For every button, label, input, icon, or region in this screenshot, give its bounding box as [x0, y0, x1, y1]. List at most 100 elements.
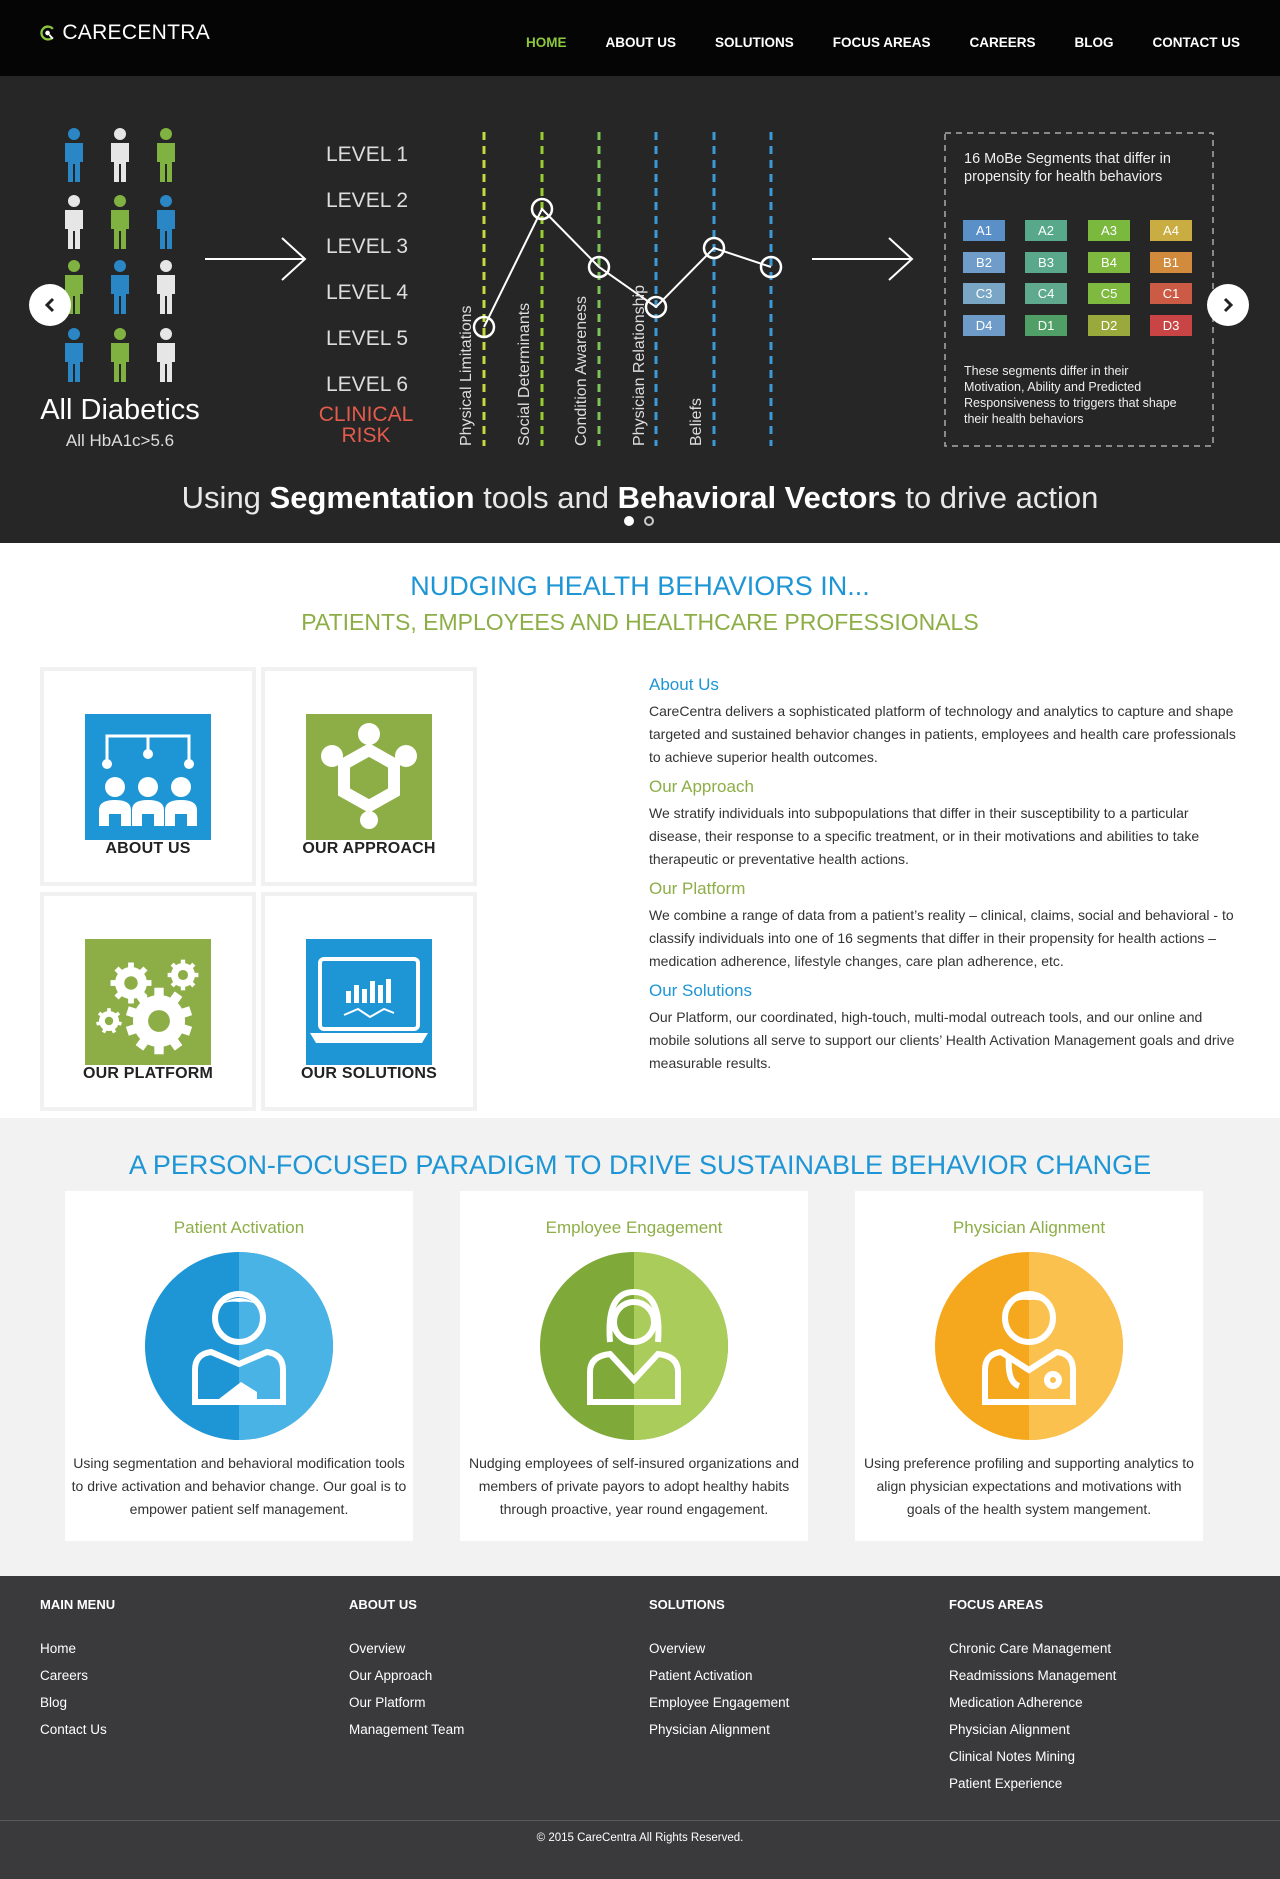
- footer-link[interactable]: Our Approach: [349, 1668, 433, 1683]
- segment-label: A3: [1101, 223, 1117, 238]
- segment-cell: C1: [1150, 283, 1192, 304]
- footer-link[interactable]: Home: [40, 1641, 77, 1656]
- nav-blog[interactable]: BLOG: [1074, 34, 1114, 50]
- segment-label: C5: [1101, 286, 1118, 301]
- vector-label: Beliefs: [688, 397, 705, 446]
- footer-link[interactable]: Contact Us: [40, 1722, 107, 1737]
- person-icon: [65, 195, 83, 249]
- vector-label: Social Determinants: [516, 302, 533, 446]
- card-title[interactable]: Patient Activation: [173, 1218, 305, 1237]
- footer-link[interactable]: Physician Alignment: [649, 1722, 770, 1737]
- person-icon: [157, 328, 175, 382]
- nav-solutions[interactable]: SOLUTIONS: [714, 34, 794, 50]
- nav-focus-areas[interactable]: FOCUS AREAS: [832, 34, 931, 50]
- footer-link[interactable]: Patient Experience: [949, 1776, 1063, 1791]
- approach-cycle-icon: [306, 714, 432, 840]
- footer-link[interactable]: Blog: [40, 1695, 68, 1710]
- segment-label: D1: [1038, 318, 1055, 333]
- employee-icon: [540, 1252, 728, 1440]
- footer-col-title: ABOUT US: [349, 1597, 417, 1612]
- about-us-block: About Us CareCentra delivers a sophistic…: [649, 675, 1239, 769]
- vector-label: Condition Awareness: [573, 295, 590, 446]
- footer-link[interactable]: Management Team: [349, 1722, 465, 1737]
- tile-label: OUR SOLUTIONS: [301, 1065, 437, 1082]
- card-employee-engagement: Employee Engagement Nudging employees of…: [460, 1191, 808, 1541]
- segment-cell: C4: [1025, 283, 1067, 304]
- footer-link[interactable]: Overview: [649, 1641, 706, 1656]
- nav-contact-us[interactable]: CONTACT US: [1152, 34, 1241, 50]
- segment-label: D2: [1101, 318, 1118, 333]
- footer-link[interactable]: Clinical Notes Mining: [949, 1749, 1076, 1764]
- tile-our-approach[interactable]: OUR APPROACH: [261, 667, 477, 886]
- level-label: LEVEL 2: [326, 189, 409, 212]
- card-title[interactable]: Physician Alignment: [952, 1218, 1106, 1237]
- slider-next-button[interactable]: [1207, 284, 1249, 326]
- block-title[interactable]: Our Approach: [649, 777, 754, 796]
- nav-careers[interactable]: CAREERS: [969, 34, 1036, 50]
- slider-dot-1[interactable]: [624, 516, 634, 526]
- our-approach-block: Our Approach We stratify individuals int…: [649, 777, 1239, 871]
- segment-label: C4: [1038, 286, 1055, 301]
- footer-col-about-us: ABOUT US Overview Our Approach Our Platf…: [349, 1597, 464, 1748]
- card-text: Using segmentation and behavioral modifi…: [71, 1455, 407, 1517]
- footer-link[interactable]: Medication Adherence: [949, 1695, 1083, 1710]
- slider-prev-button[interactable]: [29, 284, 71, 326]
- site-footer: [0, 1576, 1280, 1879]
- segment-cell: D2: [1088, 315, 1130, 336]
- chevron-right-icon: [1223, 297, 1234, 313]
- segment-label: A4: [1163, 223, 1179, 238]
- brand-logo[interactable]: CARECENTRA: [40, 16, 210, 50]
- segment-label: C3: [976, 286, 993, 301]
- people-icons: [65, 128, 175, 382]
- block-text: We stratify individuals into subpopulati…: [649, 805, 1200, 867]
- paradigm-title: A PERSON-FOCUSED PARADIGM TO DRIVE SUSTA…: [128, 1150, 1152, 1180]
- nav-about-us[interactable]: ABOUT US: [605, 34, 676, 50]
- levels-list: LEVEL 1 LEVEL 2 LEVEL 3 LEVEL 4 LEVEL 5 …: [326, 132, 416, 408]
- segment-cell: A3: [1088, 220, 1130, 241]
- footer-link[interactable]: Employee Engagement: [649, 1695, 790, 1710]
- block-title[interactable]: Our Solutions: [649, 981, 752, 1000]
- clinical-risk-label: CLINICAL RISK: [318, 403, 414, 447]
- block-title[interactable]: Our Platform: [649, 879, 746, 898]
- footer-col-focus-areas: FOCUS AREAS Chronic Care Management Read…: [949, 1597, 1116, 1802]
- block-text: Our Platform, our coordinated, high-touc…: [649, 1009, 1235, 1071]
- card-title[interactable]: Employee Engagement: [545, 1218, 723, 1237]
- segment-cell: A2: [1025, 220, 1067, 241]
- level-label: LEVEL 6: [326, 373, 409, 396]
- all-diabetics-subtitle: All HbA1c>5.6: [65, 431, 175, 450]
- segment-label: D3: [1163, 318, 1180, 333]
- gear-icon: [167, 959, 199, 991]
- card-patient-activation: Patient Activation Using segmentation an…: [65, 1191, 413, 1541]
- footer-col-title: FOCUS AREAS: [949, 1597, 1044, 1612]
- all-diabetics-title: All Diabetics: [40, 394, 200, 426]
- footer-link[interactable]: Our Platform: [349, 1695, 426, 1710]
- vector-label: Physical Limitations: [458, 305, 475, 447]
- nav-home[interactable]: HOME: [525, 34, 567, 50]
- laptop-analytics-icon: [306, 939, 432, 1065]
- tile-our-platform[interactable]: OUR PLATFORM: [40, 892, 256, 1111]
- level-label: LEVEL 4: [326, 281, 409, 304]
- brand-name: CARECENTRA: [62, 21, 210, 44]
- segment-cell: D4: [963, 315, 1005, 336]
- chevron-left-icon: [44, 297, 55, 313]
- footer-link[interactable]: Chronic Care Management: [949, 1641, 1112, 1656]
- segment-label: B3: [1038, 255, 1054, 270]
- footer-link[interactable]: Careers: [40, 1668, 89, 1683]
- segment-label: A2: [1038, 223, 1054, 238]
- hero-caption: Using Segmentation tools and Behavioral …: [181, 480, 1099, 515]
- segment-label: B4: [1101, 255, 1117, 270]
- segments-note: These segments differ in their Motivatio…: [964, 364, 1177, 426]
- tile-our-solutions[interactable]: OUR SOLUTIONS: [261, 892, 477, 1111]
- footer-link[interactable]: Readmissions Management: [949, 1668, 1117, 1683]
- person-icon: [111, 260, 129, 314]
- slider-dot-2[interactable]: [644, 516, 654, 526]
- block-title[interactable]: About Us: [649, 675, 719, 694]
- footer-link[interactable]: Patient Activation: [649, 1668, 753, 1683]
- person-icon: [157, 128, 175, 182]
- footer-link[interactable]: Physician Alignment: [949, 1722, 1070, 1737]
- tile-about-us[interactable]: ABOUT US: [40, 667, 256, 886]
- segment-cell: B3: [1025, 252, 1067, 273]
- footer-link[interactable]: Overview: [349, 1641, 406, 1656]
- segment-cell: A1: [963, 220, 1005, 241]
